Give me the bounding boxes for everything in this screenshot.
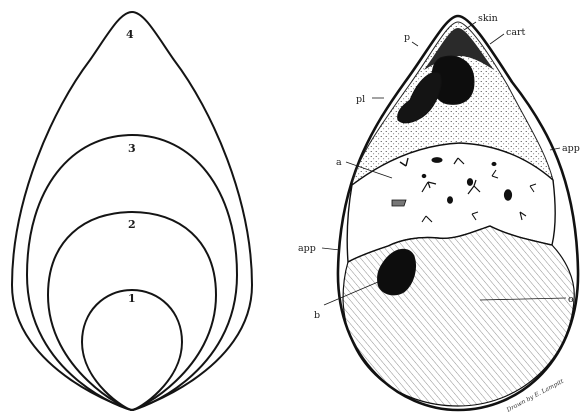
label-app-left: app xyxy=(298,243,316,254)
curve-3-outline xyxy=(27,135,237,410)
curve-label-4: 4 xyxy=(126,28,134,41)
label-pl: pl xyxy=(356,94,365,105)
label-o: o xyxy=(568,294,574,305)
left-figure: 1 2 3 4 xyxy=(12,12,252,410)
curve-label-2: 2 xyxy=(128,218,136,231)
label-b: b xyxy=(314,310,320,321)
label-p: p xyxy=(404,32,410,43)
label-skin: skin xyxy=(478,13,498,24)
curve-label-3: 3 xyxy=(128,142,136,155)
right-figure: skin cart p pl a app app b o Drawn by E.… xyxy=(298,13,580,414)
label-cart: cart xyxy=(506,27,526,38)
label-app-right: app xyxy=(562,143,580,154)
mass-o xyxy=(343,226,574,406)
curve-label-1: 1 xyxy=(128,292,136,305)
label-a: a xyxy=(336,157,342,168)
curve-1-outline xyxy=(82,290,182,410)
